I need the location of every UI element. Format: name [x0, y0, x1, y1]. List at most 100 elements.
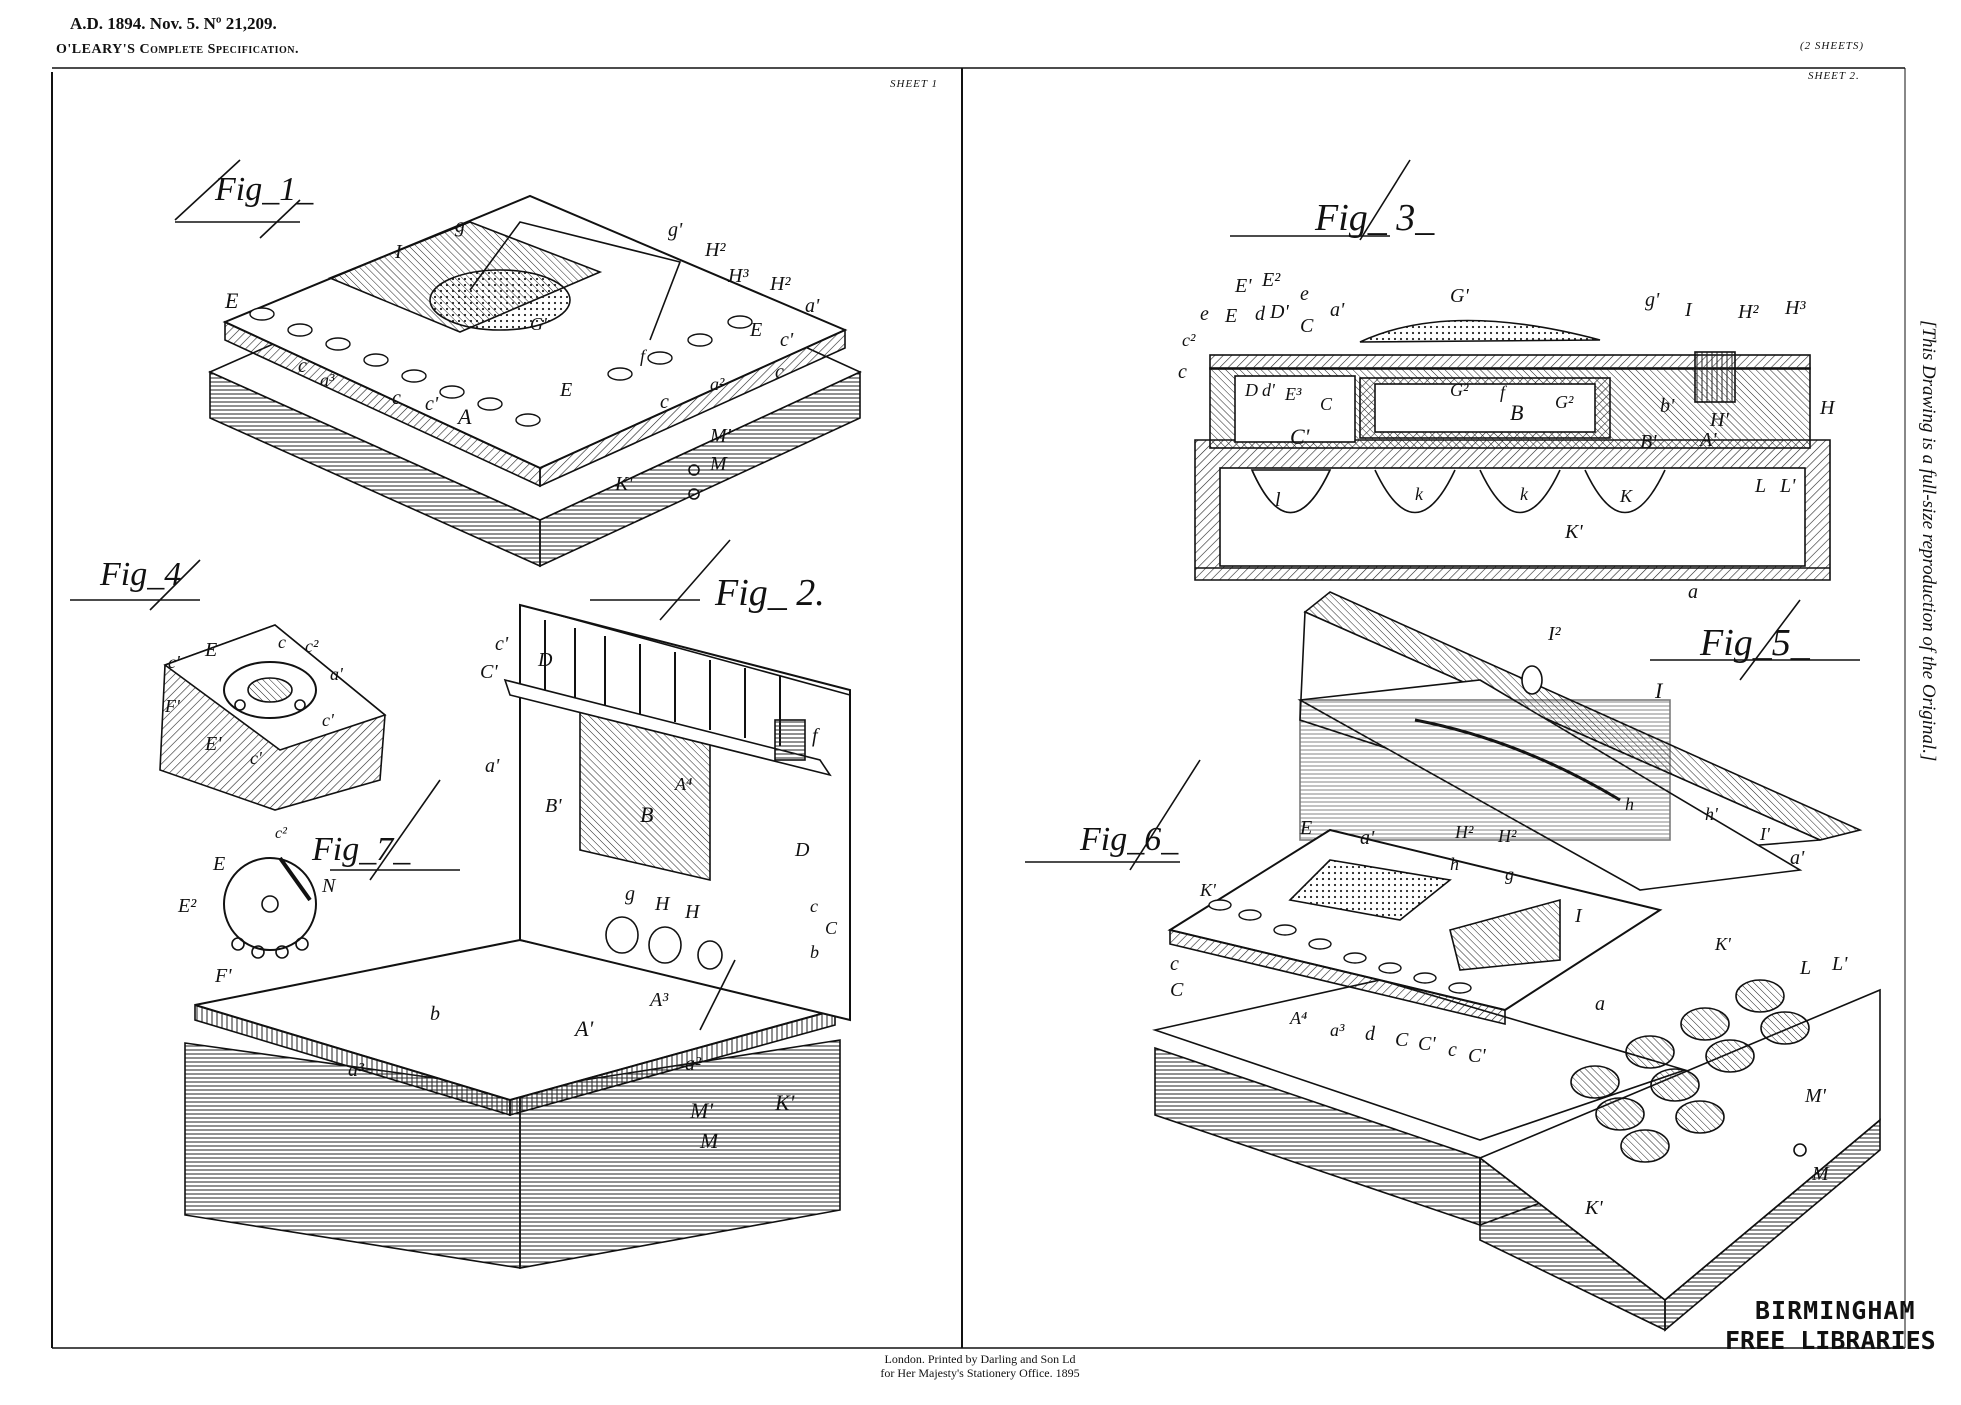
figure-title-labels: Fig_1_ Fig_ 2. Fig_ 3_ Fig_4 Fig_5_ Fig_…	[99, 171, 1811, 868]
fig-5-title: Fig_5_	[1699, 622, 1811, 664]
fig2-label-M: M	[699, 1128, 720, 1153]
fig2-label-A3: A³	[648, 989, 669, 1011]
fig6-label-E: E	[1299, 817, 1312, 839]
fig3-label-f: f	[1500, 382, 1508, 402]
fig3-label-g1: g'	[1645, 289, 1660, 311]
imprint-line-2: for Her Majesty's Stationery Office. 189…	[880, 1366, 1080, 1380]
fig-7-title: Fig_7_	[311, 831, 411, 868]
fig3-label-C: C	[1300, 315, 1314, 337]
sheet-frames	[51, 67, 1906, 1349]
fig7-label-E2: E²	[177, 895, 197, 917]
fig-7-labels: c² E N E² F'	[177, 825, 337, 987]
fig1-label-H2: H²	[704, 239, 726, 261]
printer-imprint: London. Printed by Darling and Son Ld fo…	[800, 1352, 1160, 1380]
fig3-label-c2: c²	[1182, 330, 1196, 350]
fig1-label-E3: E	[559, 379, 572, 401]
fig2-label-A4: A⁴	[674, 774, 692, 794]
fig-4-title: Fig_4	[99, 556, 181, 593]
fig2-label-D: D	[537, 649, 553, 671]
fig-4-labels: c' E c c² a' F' c' E' c'	[164, 632, 344, 768]
fig6-label-a3: a³	[1330, 1020, 1345, 1040]
sheet-1-label: SHEET 1	[890, 78, 939, 90]
fig4-label-a1: a'	[330, 664, 344, 684]
fig-1-drawing	[208, 194, 862, 568]
patent-number-header: A.D. 1894. Nov. 5. Nº 21,209.	[70, 14, 277, 33]
fig3-label-C1: C'	[1290, 424, 1310, 449]
fig6-label-a: a	[1595, 993, 1605, 1015]
fig6-label-M: M	[1811, 1163, 1830, 1185]
fig1-label-H2b: H²	[769, 273, 791, 295]
fig6-label-H2b: H²	[1497, 826, 1517, 846]
fig1-label-G1: G'	[530, 314, 548, 334]
fig6-label-C2: C	[1395, 1029, 1409, 1051]
library-stamp: BIRMINGHAM FREE LIBRARIES	[1725, 1296, 1955, 1356]
fig3-label-G2: G²	[1450, 380, 1469, 400]
fig2-label-K1: K'	[774, 1090, 795, 1115]
fig1-label-E2: E	[749, 319, 762, 341]
fig4-label-E1: E'	[204, 733, 222, 755]
fig-2-drawing	[184, 603, 851, 1269]
fig2-label-C: C	[825, 918, 838, 938]
fig1-label-E: E	[224, 288, 239, 313]
fig4-label-F1: F'	[164, 696, 181, 716]
fig1-label-A: A	[456, 404, 472, 429]
fig3-label-G1: G'	[1450, 285, 1469, 307]
fig6-label-d: d	[1365, 1023, 1376, 1045]
fig3-label-D: D	[1244, 380, 1258, 400]
fig5-label-a1: a'	[1790, 847, 1805, 869]
fig-3-labels: E' E² e e E d D' C a' G' g' I H² H³ c² c…	[1178, 269, 1836, 603]
fig1-label-M: M	[709, 453, 728, 475]
fig3-label-H3: H³	[1784, 297, 1806, 319]
fig1-label-I: I	[394, 241, 403, 263]
fig1-label-M1: M'	[709, 425, 732, 447]
fig6-label-K1: K'	[1199, 880, 1217, 900]
fig2-label-M1: M'	[689, 1098, 713, 1123]
fig1-label-K1: K'	[614, 473, 633, 495]
fig4-label-c1c: c'	[250, 748, 263, 768]
fig1-label-c2: c	[392, 387, 401, 409]
fig2-label-a1: a'	[485, 755, 500, 777]
side-note-text: [This Drawing is a full-size reproductio…	[1918, 320, 1939, 762]
fig6-label-h: h	[1450, 854, 1459, 874]
fig1-label-c: c	[298, 355, 307, 377]
fig2-label-D2: D	[794, 839, 810, 861]
fig1-label-g: g	[455, 215, 465, 237]
fig2-label-C1: C'	[480, 661, 498, 683]
fig6-label-K1b: K'	[1714, 934, 1732, 954]
fig6-label-c2: c	[1448, 1039, 1457, 1061]
fig6-label-I: I	[1574, 905, 1583, 927]
fig6-label-M1: M'	[1804, 1085, 1827, 1107]
fig2-label-f: f	[812, 725, 820, 747]
fig5-label-I2: I²	[1547, 623, 1562, 645]
fig-4-drawing	[159, 624, 387, 811]
fig2-label-H2: H	[684, 901, 701, 923]
fig6-label-a1: a'	[1360, 827, 1375, 849]
fig4-label-c: c	[278, 632, 286, 652]
fig-1-labels: E I g g' H² H³ H² a' E c' G' f c a³ c c'…	[224, 215, 820, 495]
fig3-label-e: e	[1300, 283, 1309, 305]
fig5-label-h: h	[1625, 794, 1634, 814]
fig-1-title: Fig_1_	[214, 171, 314, 208]
sheets-count: (2 SHEETS)	[1800, 40, 1865, 52]
fig7-label-N: N	[321, 875, 337, 897]
fig3-label-k: k	[1415, 484, 1424, 504]
fig3-label-K1: K'	[1564, 521, 1583, 543]
fig1-label-f: f	[640, 346, 648, 366]
fig3-label-H: H	[1819, 397, 1836, 419]
specification-title: O'LEARY'S Complete Specification.	[56, 42, 300, 57]
figure-titles	[70, 159, 1860, 881]
fig3-label-k2: k	[1520, 484, 1529, 504]
fig3-label-D1: D'	[1269, 301, 1289, 323]
fig2-label-c1: c'	[495, 633, 509, 655]
fig-6-title: Fig_6_	[1079, 821, 1179, 858]
fig2-label-A1: A'	[573, 1016, 593, 1041]
fig-3-title: Fig_ 3_	[1314, 197, 1435, 239]
fig7-label-c2: c²	[275, 825, 288, 842]
fig-6-drawing	[1152, 828, 1881, 1332]
fig2-label-g: g	[625, 883, 635, 905]
fig1-label-g1: g'	[668, 219, 683, 241]
fig5-label-h1: h'	[1705, 804, 1719, 824]
fig-7-drawing	[223, 856, 317, 959]
fig4-label-c1: c'	[168, 652, 181, 672]
